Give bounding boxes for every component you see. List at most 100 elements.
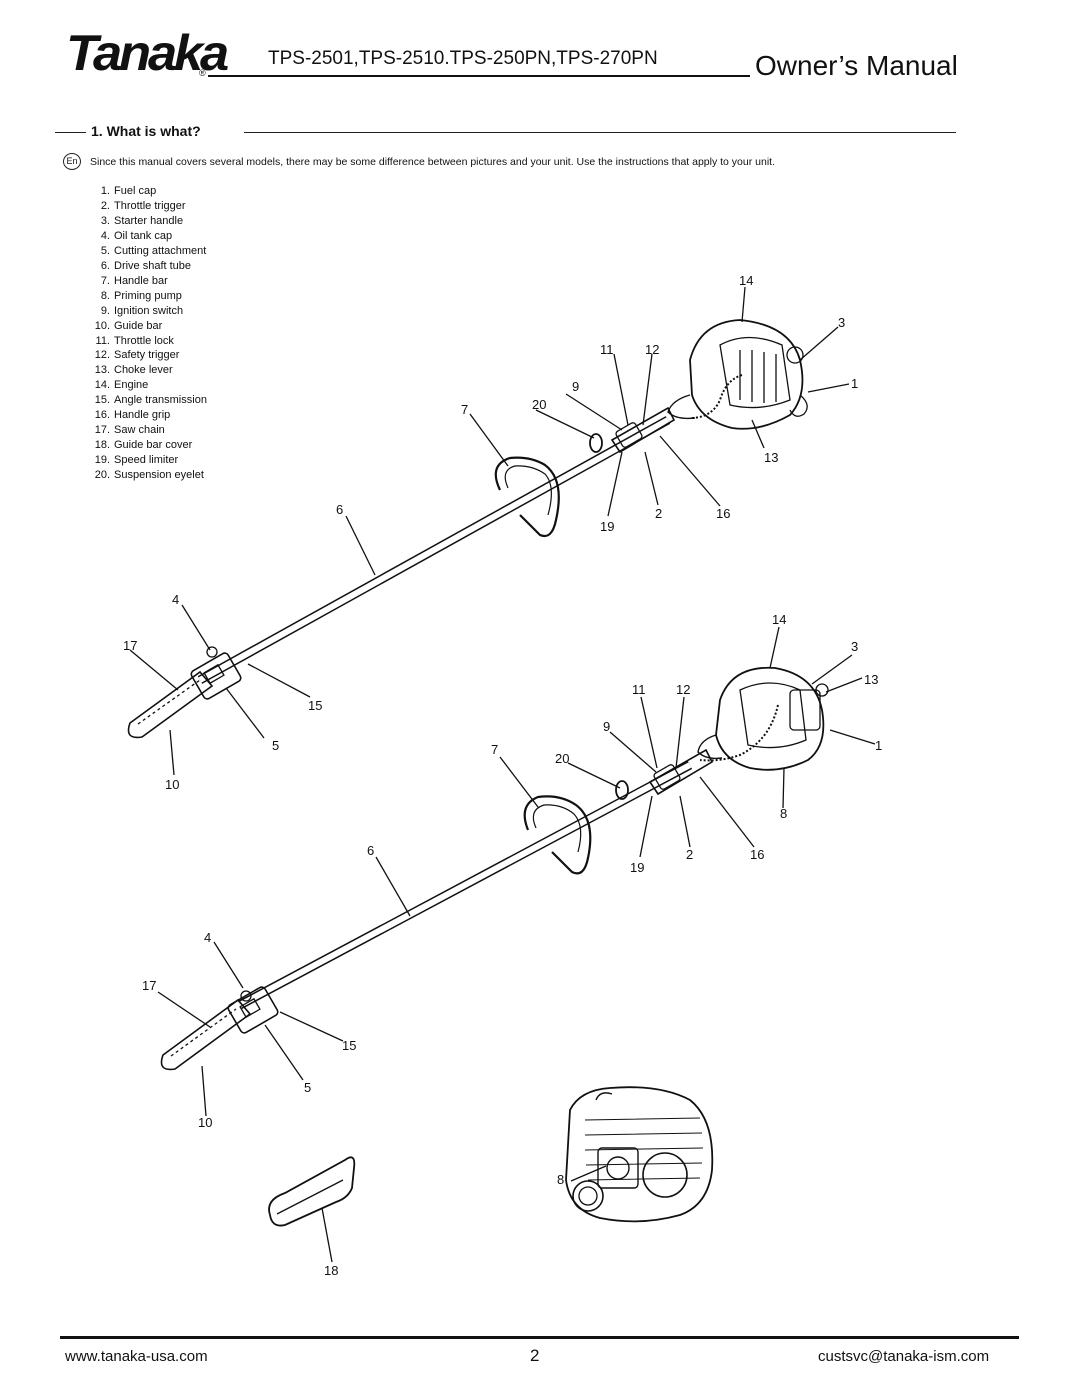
part-number: 6. [100, 259, 110, 272]
callout: 18 [324, 1263, 338, 1278]
callout: 9 [603, 719, 610, 734]
part-number: 1. [100, 185, 110, 197]
parts-list-item: 9. Ignition switch [80, 304, 207, 319]
part-name: Throttle trigger [114, 199, 186, 212]
callout: 5 [304, 1080, 311, 1095]
parts-list-item: 16.Handle grip [80, 408, 207, 423]
callout: 3 [838, 315, 845, 330]
footer-rule [60, 1336, 1019, 1339]
part-name: Guide bar cover [114, 439, 193, 452]
section-rule-right [244, 132, 956, 133]
part-name: Fuel cap [114, 185, 157, 197]
parts-list-item: 4. Oil tank cap [80, 229, 207, 244]
part-name: Oil tank cap [114, 229, 173, 242]
callout: 1 [875, 738, 882, 753]
parts-list-item: 18. Guide bar cover [80, 438, 207, 453]
parts-list-item: 13. Choke lever [80, 363, 207, 378]
callout: 4 [172, 592, 179, 607]
callout: 11 [600, 342, 614, 357]
footer-website: www.tanaka-usa.com [65, 1348, 208, 1365]
callout: 4 [204, 930, 211, 945]
manual-title: Owner’s Manual [755, 50, 958, 81]
part-number: 12. [94, 349, 110, 362]
part-name: Throttle lock [114, 334, 174, 347]
part-number: 3. [100, 214, 110, 227]
parts-list-item: 2. Throttle trigger [80, 199, 207, 214]
parts-list-item: 7.Handle bar [80, 274, 207, 289]
callout: 7 [461, 402, 468, 417]
part-number: 2. [100, 199, 110, 212]
section-rule-left [55, 132, 86, 133]
callout: 15 [342, 1038, 356, 1053]
parts-list-item: 11. Throttle lock [80, 334, 207, 349]
part-number: 11. [95, 334, 110, 347]
part-number: 4. [100, 229, 110, 242]
part-name: Starter handle [114, 214, 184, 227]
page-number: 2 [530, 1346, 540, 1365]
callout: 3 [851, 639, 858, 654]
callouts-detail: 8 18 [324, 1172, 564, 1278]
part-number: 19. [94, 454, 110, 467]
parts-list-item: 5.Cutting attachment [80, 244, 207, 259]
language-badge: En [63, 153, 81, 170]
callout: 10 [198, 1115, 212, 1130]
parts-list-item: 15.Angle transmission [80, 393, 207, 408]
pole-saw-top [127, 286, 850, 776]
parts-list-item: 6. Drive shaft tube [80, 259, 207, 274]
part-number: 14. [94, 379, 110, 392]
callout: 15 [308, 698, 322, 713]
callouts-bottom: 14 3 13 11 12 9 1 7 20 8 6 19 2 16 4 17 … [142, 612, 882, 1130]
part-number: 15. [94, 394, 110, 407]
callout: 11 [632, 682, 646, 697]
callout: 10 [165, 777, 179, 792]
callout: 20 [555, 751, 569, 766]
part-number: 5. [100, 244, 110, 257]
parts-list-item: 12. Safety trigger [80, 348, 207, 363]
part-number: 8. [100, 289, 110, 302]
part-name: Engine [114, 379, 149, 392]
parts-list-item: 19.Speed limiter [80, 453, 207, 468]
callout: 1 [851, 376, 858, 391]
callout: 13 [764, 450, 778, 465]
part-name: Choke lever [114, 364, 173, 377]
registered-mark: ® [199, 68, 206, 78]
part-name: Safety trigger [114, 349, 180, 362]
part-name: Handle bar [114, 274, 168, 287]
callout: 6 [367, 843, 374, 858]
callout: 12 [645, 342, 659, 357]
callout: 6 [336, 502, 343, 517]
parts-list-item: 20. Suspension eyelet [80, 468, 207, 483]
part-number: 17. [94, 424, 110, 437]
callout: 19 [600, 519, 614, 534]
callout: 16 [750, 847, 764, 862]
callout: 9 [572, 379, 579, 394]
intro-text: Since this manual covers several models,… [90, 156, 775, 168]
part-name: Handle grip [114, 409, 171, 422]
part-name: Drive shaft tube [114, 259, 192, 272]
part-name: Priming pump [114, 289, 182, 302]
callout: 17 [123, 638, 137, 653]
engine-detail [565, 1086, 714, 1223]
callout: 20 [532, 397, 546, 412]
parts-list-item: 10.Guide bar [80, 319, 207, 334]
callout: 7 [491, 742, 498, 757]
parts-list: 1. Fuel cap 2. Throttle trigger 3. Starter … [80, 184, 207, 483]
part-number: 9. [100, 304, 110, 317]
part-name: Saw chain [114, 424, 165, 437]
callout: 2 [655, 506, 662, 521]
callout: 8 [557, 1172, 564, 1187]
part-number: 10. [94, 319, 110, 332]
parts-list-item: 14. Engine [80, 378, 207, 393]
callout: 5 [272, 738, 279, 753]
part-name: Ignition switch [114, 304, 184, 317]
callouts-top: 14 3 11 12 9 1 7 20 13 6 19 2 16 4 17 15… [123, 273, 858, 792]
parts-list-item: 8. Priming pump [80, 289, 207, 304]
part-number: 20. [94, 469, 110, 482]
callout: 19 [630, 860, 644, 875]
parts-list-item: 17. Saw chain [80, 423, 207, 438]
part-number: 13. [94, 364, 110, 377]
part-number: 18. [94, 439, 110, 452]
section-title: 1. What is what? [91, 123, 201, 139]
callout: 14 [739, 273, 753, 288]
part-name: Suspension eyelet [114, 469, 204, 482]
